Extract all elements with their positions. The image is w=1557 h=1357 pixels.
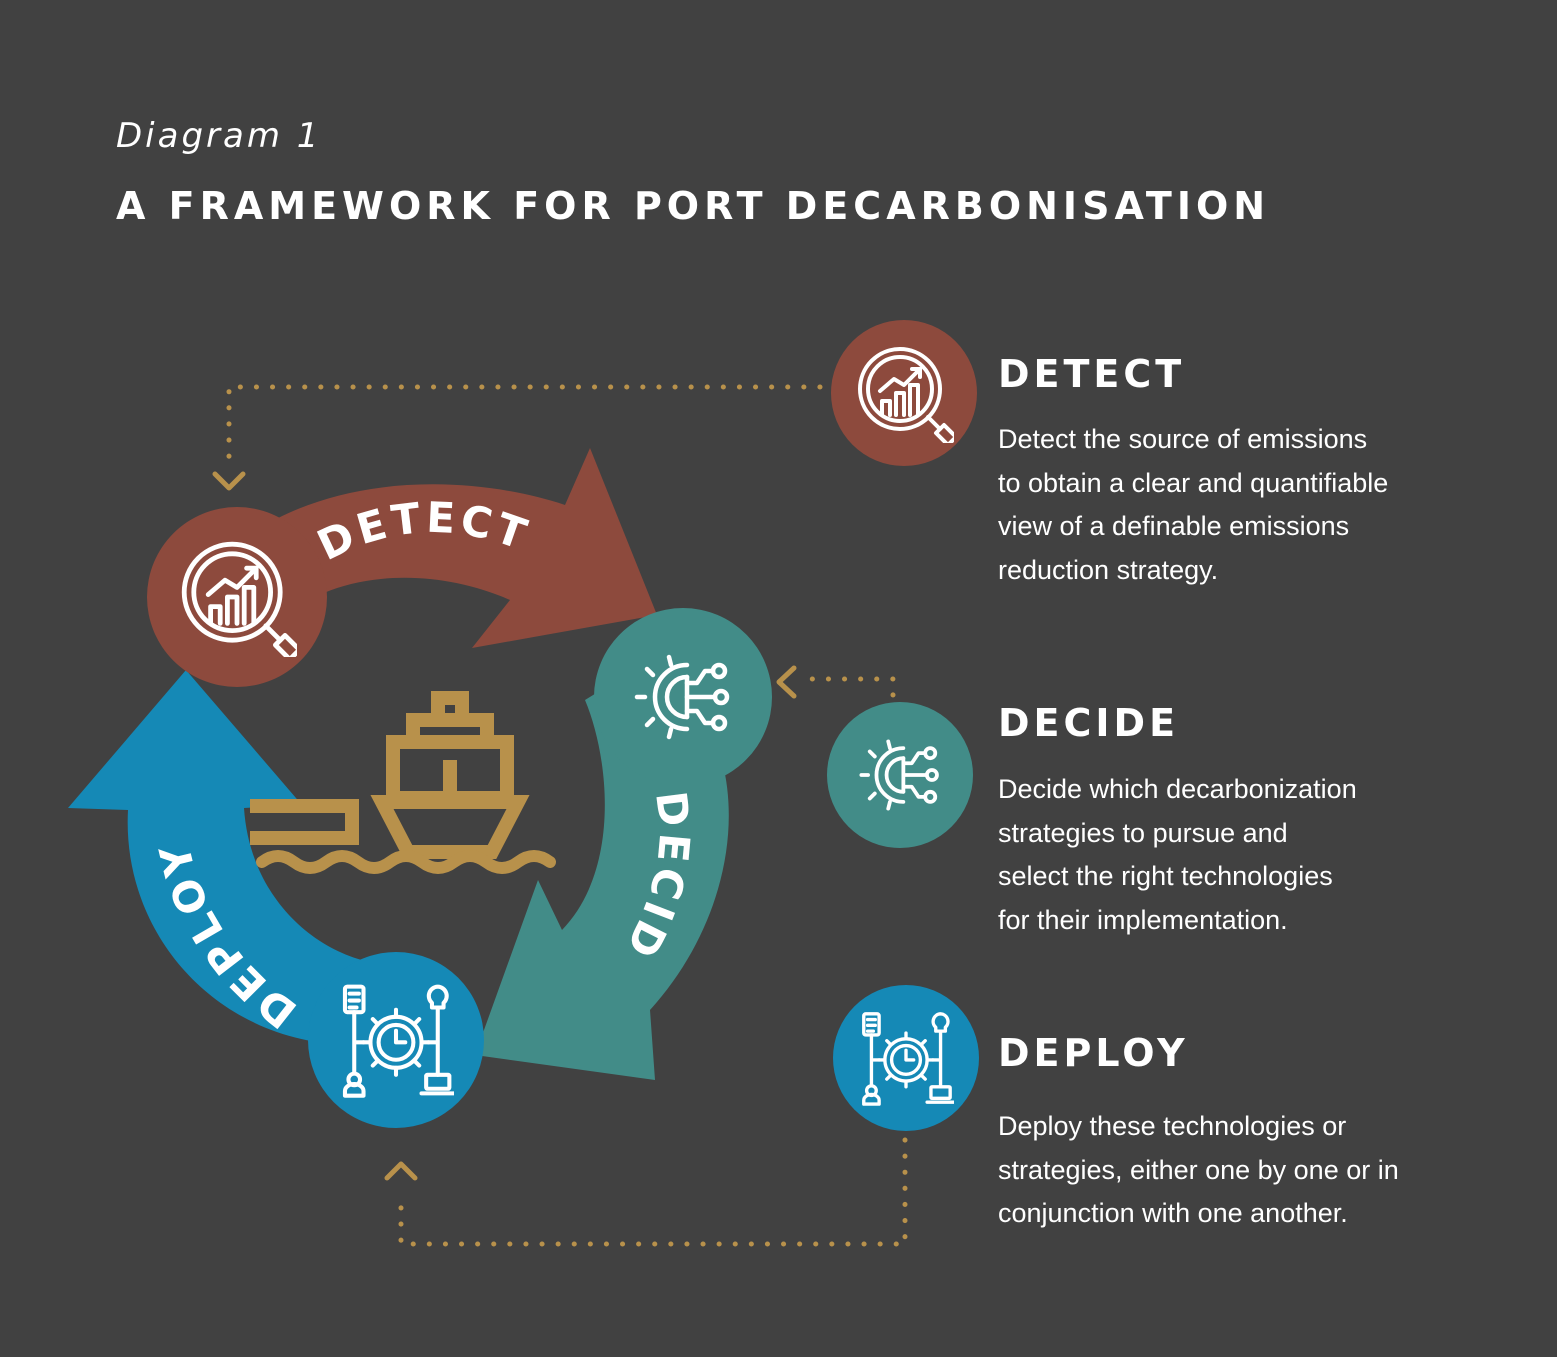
connector-detect — [226, 384, 823, 465]
ship-port-icon — [250, 691, 530, 859]
step-line: conjunction with one another. — [998, 1198, 1348, 1228]
step-line: reduction strategy. — [998, 554, 1219, 585]
step-line: strategies, either one by one or in — [998, 1154, 1399, 1185]
step-line: Deploy these technologies or — [998, 1111, 1347, 1141]
connector-detect-arrowhead — [212, 471, 246, 491]
step-line: strategies to pursue and — [998, 817, 1288, 848]
step-description-decide: Decide which decarbonization strategies … — [998, 768, 1458, 942]
step-line: for their implementation. — [998, 904, 1288, 935]
step-title-deploy: DEPLOY — [998, 1031, 1189, 1075]
step-line: Decide which decarbonization — [998, 774, 1357, 804]
step-description-detect: Detect the source of emissions to obtain… — [998, 418, 1458, 592]
detect-arc-arrow — [200, 448, 657, 648]
connector-deploy — [398, 1137, 908, 1247]
connector-lines — [226, 384, 908, 1247]
connector-deploy-arrowhead — [384, 1161, 418, 1181]
step-title-detect: DETECT — [998, 352, 1186, 396]
water-waves-icon — [256, 850, 556, 874]
step-line: view of a definable emissions — [998, 511, 1350, 541]
diagram-subtitle: Diagram 1 — [116, 116, 322, 156]
connector-decide — [797, 676, 896, 698]
cycle-node-decide — [594, 608, 772, 786]
step-description-deploy: Deploy these technologies or strategies,… — [998, 1105, 1458, 1236]
step-line: to obtain a clear and quantifiable — [998, 467, 1389, 498]
deploy-arc-arrow — [68, 670, 420, 1045]
step-circle-decide — [827, 702, 973, 848]
diagram-title: A FRAMEWORK FOR PORT DECARBONISATION — [116, 184, 1271, 228]
step-line: select the right technologies — [998, 861, 1333, 891]
step-line: Detect the source of emissions — [998, 424, 1368, 454]
connector-decide-arrowhead — [776, 665, 797, 699]
step-title-decide: DECIDE — [998, 701, 1180, 745]
